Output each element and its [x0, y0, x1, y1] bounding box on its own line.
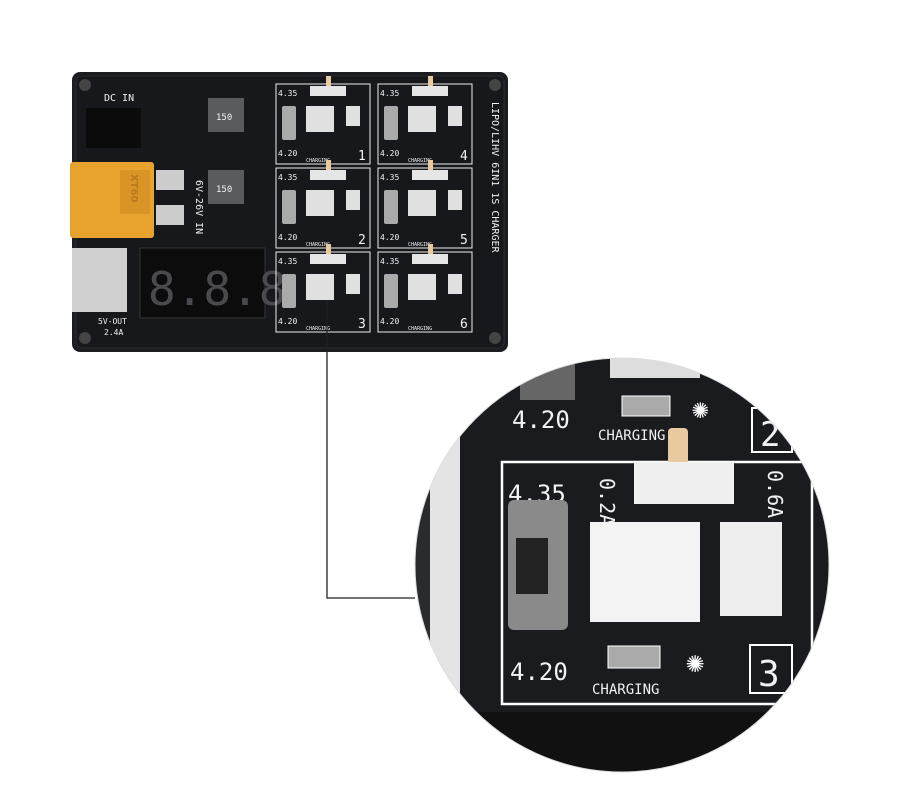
dc-jack: [86, 108, 141, 148]
charging-label: CHARGING: [408, 242, 432, 248]
voltage-switch[interactable]: [384, 190, 398, 224]
v-high-label: 4.35: [380, 89, 399, 98]
led-display: [139, 247, 266, 319]
zoom-v-low: 4.20: [510, 658, 568, 686]
screw-icon: [79, 79, 91, 91]
v-high-label: 4.35: [380, 257, 399, 266]
inductor-label: 150: [216, 113, 232, 123]
v-low-label: 4.20: [278, 149, 297, 158]
channel-number: 2: [358, 233, 366, 248]
charging-label: CHARGING: [306, 242, 330, 248]
screw-icon: [489, 332, 501, 344]
v-high-label: 4.35: [380, 173, 399, 182]
screw-icon: [489, 79, 501, 91]
usb-port: [72, 248, 127, 312]
zoom-charging: CHARGING: [592, 682, 659, 698]
voltage-switch[interactable]: [384, 274, 398, 308]
current-switch[interactable]: [310, 170, 346, 180]
current-switch[interactable]: [412, 86, 448, 96]
charging-label: CHARGING: [306, 158, 330, 164]
display-digits: 8.8.8: [148, 262, 286, 316]
usb-current-label: 2.4A: [104, 328, 123, 337]
v-low-label: 4.20: [278, 317, 297, 326]
current-switch[interactable]: [310, 254, 346, 264]
balance-connector: [590, 522, 700, 622]
callout-line: [326, 300, 415, 599]
channel-number: 4: [460, 149, 468, 164]
v-low-label: 4.20: [278, 233, 297, 242]
board-title: LIPO/LIHV 6IN1 1S CHARGER: [489, 102, 500, 253]
zoom-i-low: 0.2A: [595, 478, 619, 526]
charging-label: CHARGING: [306, 326, 330, 332]
v-high-label: 4.35: [278, 173, 297, 182]
voltage-switch[interactable]: [384, 106, 398, 140]
usb-out-label: 5V-OUT: [98, 317, 127, 326]
zoom-v-low-top: 4.20: [512, 406, 570, 434]
current-switch[interactable]: [634, 462, 734, 504]
inductor: [208, 170, 244, 204]
charging-label: CHARGING: [408, 326, 432, 332]
v-low-label: 4.20: [380, 233, 399, 242]
balance-connector: [720, 522, 782, 616]
zoom-circle-border: [414, 357, 830, 773]
voltage-switch[interactable]: [282, 190, 296, 224]
zoom-charging-top: CHARGING: [598, 428, 665, 444]
v-high-label: 4.35: [278, 89, 297, 98]
channel-number: 1: [358, 149, 366, 164]
screw-icon: [79, 332, 91, 344]
v-low-label: 4.20: [380, 149, 399, 158]
inductor: [208, 98, 244, 132]
current-switch-knob[interactable]: [668, 428, 688, 468]
charger-board: DC IN XT60 150 150 6V-26V IN 8.8.8 5V-OU…: [70, 72, 508, 352]
dc-in-label: DC IN: [104, 93, 134, 104]
connector-label: XT60: [128, 174, 139, 202]
led-light-icon: ✺: [692, 392, 709, 425]
charging-label: CHARGING: [408, 158, 432, 164]
channel-number: 6: [460, 317, 468, 332]
v-high-label: 4.35: [278, 257, 297, 266]
voltage-switch[interactable]: [282, 274, 296, 308]
inductor-label: 150: [216, 185, 232, 195]
zoom-channel-number: 3: [758, 654, 780, 695]
input-range-label: 6V-26V IN: [193, 180, 204, 234]
zoom-i-high: 0.6A: [763, 470, 787, 518]
zoom-detail: 4.20 CHARGING ✺ 2 4.35 0.2A 0.6A 4.20 CH…: [415, 358, 829, 772]
current-switch[interactable]: [412, 254, 448, 264]
current-switch[interactable]: [412, 170, 448, 180]
v-low-label: 4.20: [380, 317, 399, 326]
current-switch[interactable]: [310, 86, 346, 96]
led-light-icon: ✺: [686, 645, 704, 680]
channel-number: 3: [358, 317, 366, 332]
channel-number: 5: [460, 233, 468, 248]
voltage-switch[interactable]: [282, 106, 296, 140]
